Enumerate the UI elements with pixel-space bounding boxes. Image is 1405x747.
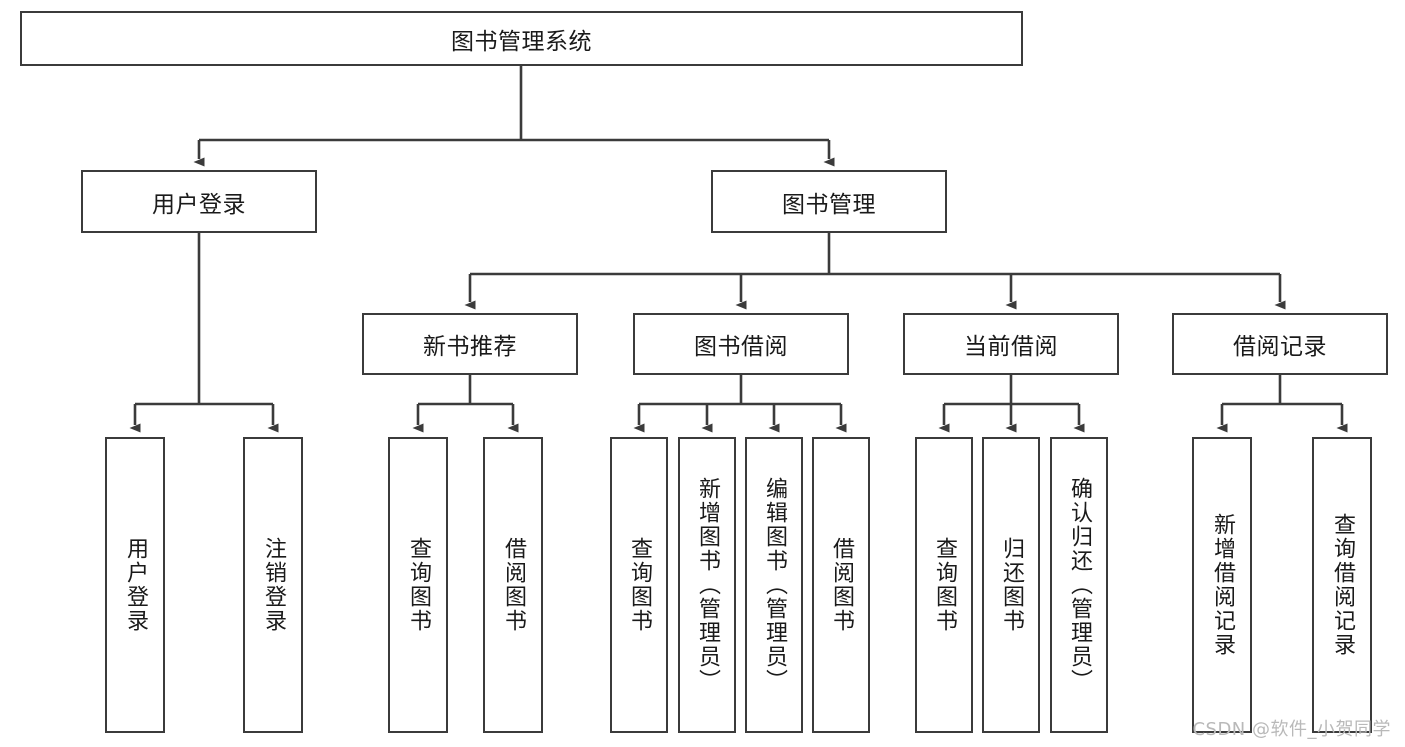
node-user-login[interactable]: 用户登录 bbox=[81, 170, 317, 233]
leaf-user-login-label: 用户登录 bbox=[123, 537, 148, 633]
node-book-borrow[interactable]: 图书借阅 bbox=[633, 313, 849, 375]
leaf-user-logout-label: 注销登录 bbox=[261, 537, 286, 633]
node-new-book-recommend[interactable]: 新书推荐 bbox=[362, 313, 578, 375]
leaf-add-borrow-record-label: 新增借阅记录 bbox=[1210, 513, 1235, 657]
leaf-user-login[interactable]: 用户登录 bbox=[105, 437, 165, 733]
node-root-label: 图书管理系统 bbox=[451, 28, 592, 55]
node-user-login-label: 用户登录 bbox=[152, 191, 246, 218]
leaf-query-book-borrow-label: 查询图书 bbox=[627, 537, 652, 633]
leaf-query-book-recommend-label: 查询图书 bbox=[406, 537, 431, 633]
leaf-query-book-recommend[interactable]: 查询图书 bbox=[388, 437, 448, 733]
leaf-borrow-book[interactable]: 借阅图书 bbox=[812, 437, 870, 733]
node-borrow-record-label: 借阅记录 bbox=[1233, 334, 1327, 360]
leaf-query-book-borrow[interactable]: 查询图书 bbox=[610, 437, 668, 733]
leaf-add-book-admin[interactable]: 新增图书（管理员） bbox=[678, 437, 736, 733]
leaf-query-borrow-record[interactable]: 查询借阅记录 bbox=[1312, 437, 1372, 733]
leaf-add-book-admin-label: 新增图书（管理员） bbox=[695, 477, 720, 693]
leaf-query-book-current-label: 查询图书 bbox=[932, 537, 957, 633]
leaf-confirm-return-admin-label: 确认归还（管理员） bbox=[1067, 477, 1092, 693]
leaf-return-book[interactable]: 归还图书 bbox=[982, 437, 1040, 733]
leaf-confirm-return-admin[interactable]: 确认归还（管理员） bbox=[1050, 437, 1108, 733]
leaf-edit-book-admin-label: 编辑图书（管理员） bbox=[762, 477, 787, 693]
leaf-add-borrow-record[interactable]: 新增借阅记录 bbox=[1192, 437, 1252, 733]
node-book-management-label: 图书管理 bbox=[782, 191, 876, 218]
leaf-borrow-book-recommend-label: 借阅图书 bbox=[501, 537, 526, 633]
node-current-borrow-label: 当前借阅 bbox=[964, 334, 1058, 360]
leaf-query-borrow-record-label: 查询借阅记录 bbox=[1330, 513, 1355, 657]
node-current-borrow[interactable]: 当前借阅 bbox=[903, 313, 1119, 375]
watermark: CSDN @软件_小贺同学 bbox=[1192, 719, 1391, 740]
leaf-user-logout[interactable]: 注销登录 bbox=[243, 437, 303, 733]
node-book-management[interactable]: 图书管理 bbox=[711, 170, 947, 233]
leaf-borrow-book-recommend[interactable]: 借阅图书 bbox=[483, 437, 543, 733]
node-root[interactable]: 图书管理系统 bbox=[20, 11, 1023, 66]
leaf-return-book-label: 归还图书 bbox=[999, 537, 1024, 633]
node-borrow-record[interactable]: 借阅记录 bbox=[1172, 313, 1388, 375]
leaf-query-book-current[interactable]: 查询图书 bbox=[915, 437, 973, 733]
leaf-borrow-book-label: 借阅图书 bbox=[829, 537, 854, 633]
leaf-edit-book-admin[interactable]: 编辑图书（管理员） bbox=[745, 437, 803, 733]
node-book-borrow-label: 图书借阅 bbox=[694, 334, 788, 360]
node-new-book-recommend-label: 新书推荐 bbox=[423, 334, 517, 360]
